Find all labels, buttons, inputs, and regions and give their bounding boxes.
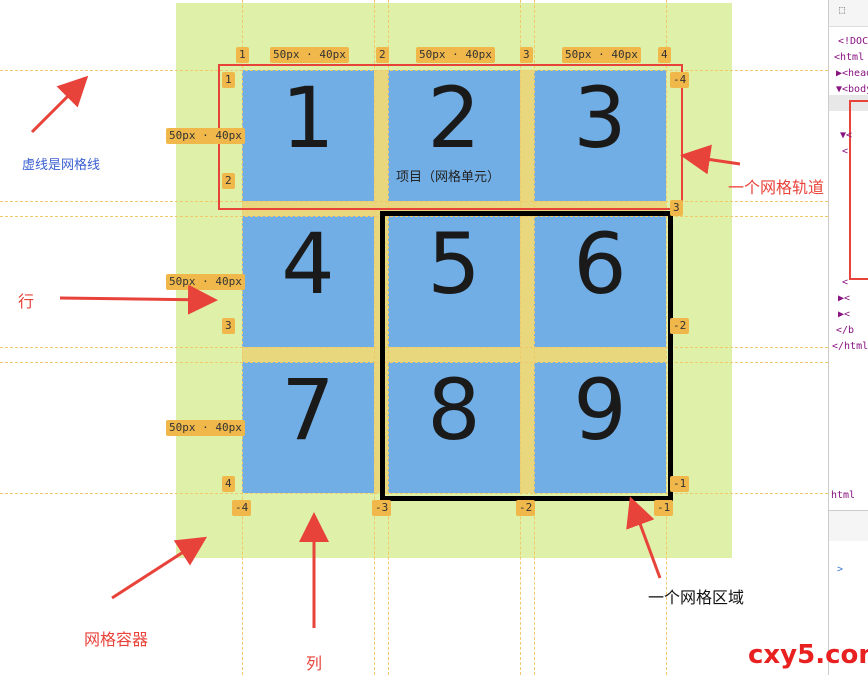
grid-line-vertical bbox=[666, 0, 667, 675]
dom-tree-node[interactable]: < bbox=[842, 277, 849, 288]
row-line-number-negative: -2 bbox=[670, 318, 690, 334]
column-line-number: 1 bbox=[236, 47, 249, 63]
cell-number: 6 bbox=[573, 215, 627, 313]
grid-line-vertical bbox=[534, 0, 535, 675]
cell-caption: 项目（网格单元） bbox=[396, 170, 501, 185]
selected-node-row[interactable] bbox=[829, 95, 868, 111]
cell-number: 5 bbox=[427, 215, 481, 313]
label-track: 一个网格轨道 bbox=[728, 178, 825, 197]
devtools-panel: ⬚ html > bbox=[828, 0, 868, 675]
row-line-number: 4 bbox=[222, 476, 235, 492]
column-line-number-negative: -4 bbox=[232, 500, 252, 516]
arrow-track bbox=[680, 144, 741, 175]
arrow-grid-lines bbox=[30, 75, 89, 134]
column-line-number: 2 bbox=[376, 47, 389, 63]
arrow-area bbox=[626, 496, 662, 579]
dom-tree-node[interactable]: < bbox=[842, 146, 849, 157]
dom-tree-node[interactable]: ▶< bbox=[838, 293, 851, 304]
console-prompt[interactable]: > bbox=[837, 564, 844, 575]
label-column: 列 bbox=[306, 654, 323, 673]
label-grid-lines: 虚线是网格线 bbox=[22, 158, 101, 173]
inspect-icon[interactable]: ⬚ bbox=[839, 5, 846, 16]
dom-tree-node[interactable]: </html bbox=[832, 341, 868, 352]
dom-tree-node[interactable]: ▶< bbox=[838, 309, 851, 320]
grid-line-horizontal bbox=[0, 493, 828, 494]
watermark: cxy5.com bbox=[748, 640, 868, 670]
grid-line-vertical bbox=[520, 0, 521, 675]
column-line-number-negative: -3 bbox=[372, 500, 392, 516]
dom-tree-node[interactable]: ▶<head bbox=[836, 68, 868, 79]
grid-cell: 4 bbox=[242, 216, 374, 347]
cell-number: 9 bbox=[573, 361, 627, 459]
cell-number: 3 bbox=[573, 69, 627, 167]
row-line-number: 3 bbox=[222, 318, 235, 334]
grid-cell: 6 bbox=[534, 216, 666, 347]
grid-cell: 3 bbox=[534, 70, 666, 201]
column-size-label: 50px · 40px bbox=[270, 47, 349, 63]
cell-number: 2 bbox=[427, 69, 481, 167]
grid-cell: 2 bbox=[388, 70, 520, 201]
cell-number: 1 bbox=[281, 69, 335, 167]
dom-tree-node[interactable]: </b bbox=[836, 325, 855, 336]
column-size-label: 50px · 40px bbox=[562, 47, 641, 63]
label-row: 行 bbox=[18, 292, 35, 311]
column-line-number: 4 bbox=[658, 47, 671, 63]
label-container: 网格容器 bbox=[84, 630, 149, 649]
row-line-number: 2 bbox=[222, 173, 235, 189]
devtools-breadcrumb[interactable]: html bbox=[831, 490, 856, 501]
grid-line-horizontal bbox=[0, 216, 828, 217]
grid-cell: 1 bbox=[242, 70, 374, 201]
grid-cell: 8 bbox=[388, 362, 520, 493]
devtools-highlight bbox=[849, 100, 868, 280]
grid-line-vertical bbox=[242, 0, 243, 675]
devtools-drawer-tabs bbox=[829, 510, 868, 541]
column-line-number-negative: -2 bbox=[516, 500, 536, 516]
grid-line-vertical bbox=[374, 0, 375, 675]
grid-line-horizontal bbox=[0, 362, 828, 363]
cell-number: 4 bbox=[281, 215, 335, 313]
dom-tree-node[interactable]: ▼< bbox=[840, 130, 853, 141]
row-size-label: 50px · 40px bbox=[166, 128, 245, 144]
label-area: 一个网格区域 bbox=[648, 588, 745, 607]
row-size-label: 50px · 40px bbox=[166, 274, 245, 290]
grid-cell: 7 bbox=[242, 362, 374, 493]
column-size-label: 50px · 40px bbox=[416, 47, 495, 63]
grid-cell: 5 bbox=[388, 216, 520, 347]
row-size-label: 50px · 40px bbox=[166, 420, 245, 436]
column-line-number: 3 bbox=[520, 47, 533, 63]
row-line-number-negative: -4 bbox=[670, 72, 690, 88]
grid-area-highlight bbox=[380, 211, 673, 501]
dom-tree-node[interactable]: <!DOCTYPE bbox=[838, 36, 868, 47]
dom-tree-node[interactable]: ▼<body bbox=[836, 84, 868, 95]
arrow-row bbox=[59, 284, 218, 315]
cell-number: 8 bbox=[427, 361, 481, 459]
row-line-number: 1 bbox=[222, 72, 235, 88]
grid-line-horizontal bbox=[0, 70, 828, 71]
arrow-container bbox=[111, 536, 208, 600]
grid-line-horizontal bbox=[0, 201, 828, 202]
column-line-number-negative: -1 bbox=[654, 500, 674, 516]
row-line-number-negative: 3 bbox=[670, 200, 683, 216]
dom-tree-node[interactable]: <html bbox=[834, 52, 865, 63]
grid-cell: 9 bbox=[534, 362, 666, 493]
row-line-number-negative: -1 bbox=[670, 476, 690, 492]
cell-number: 7 bbox=[281, 361, 335, 459]
grid-line-horizontal bbox=[0, 347, 828, 348]
grid-line-vertical bbox=[388, 0, 389, 675]
devtools-toolbar: ⬚ bbox=[829, 0, 868, 27]
